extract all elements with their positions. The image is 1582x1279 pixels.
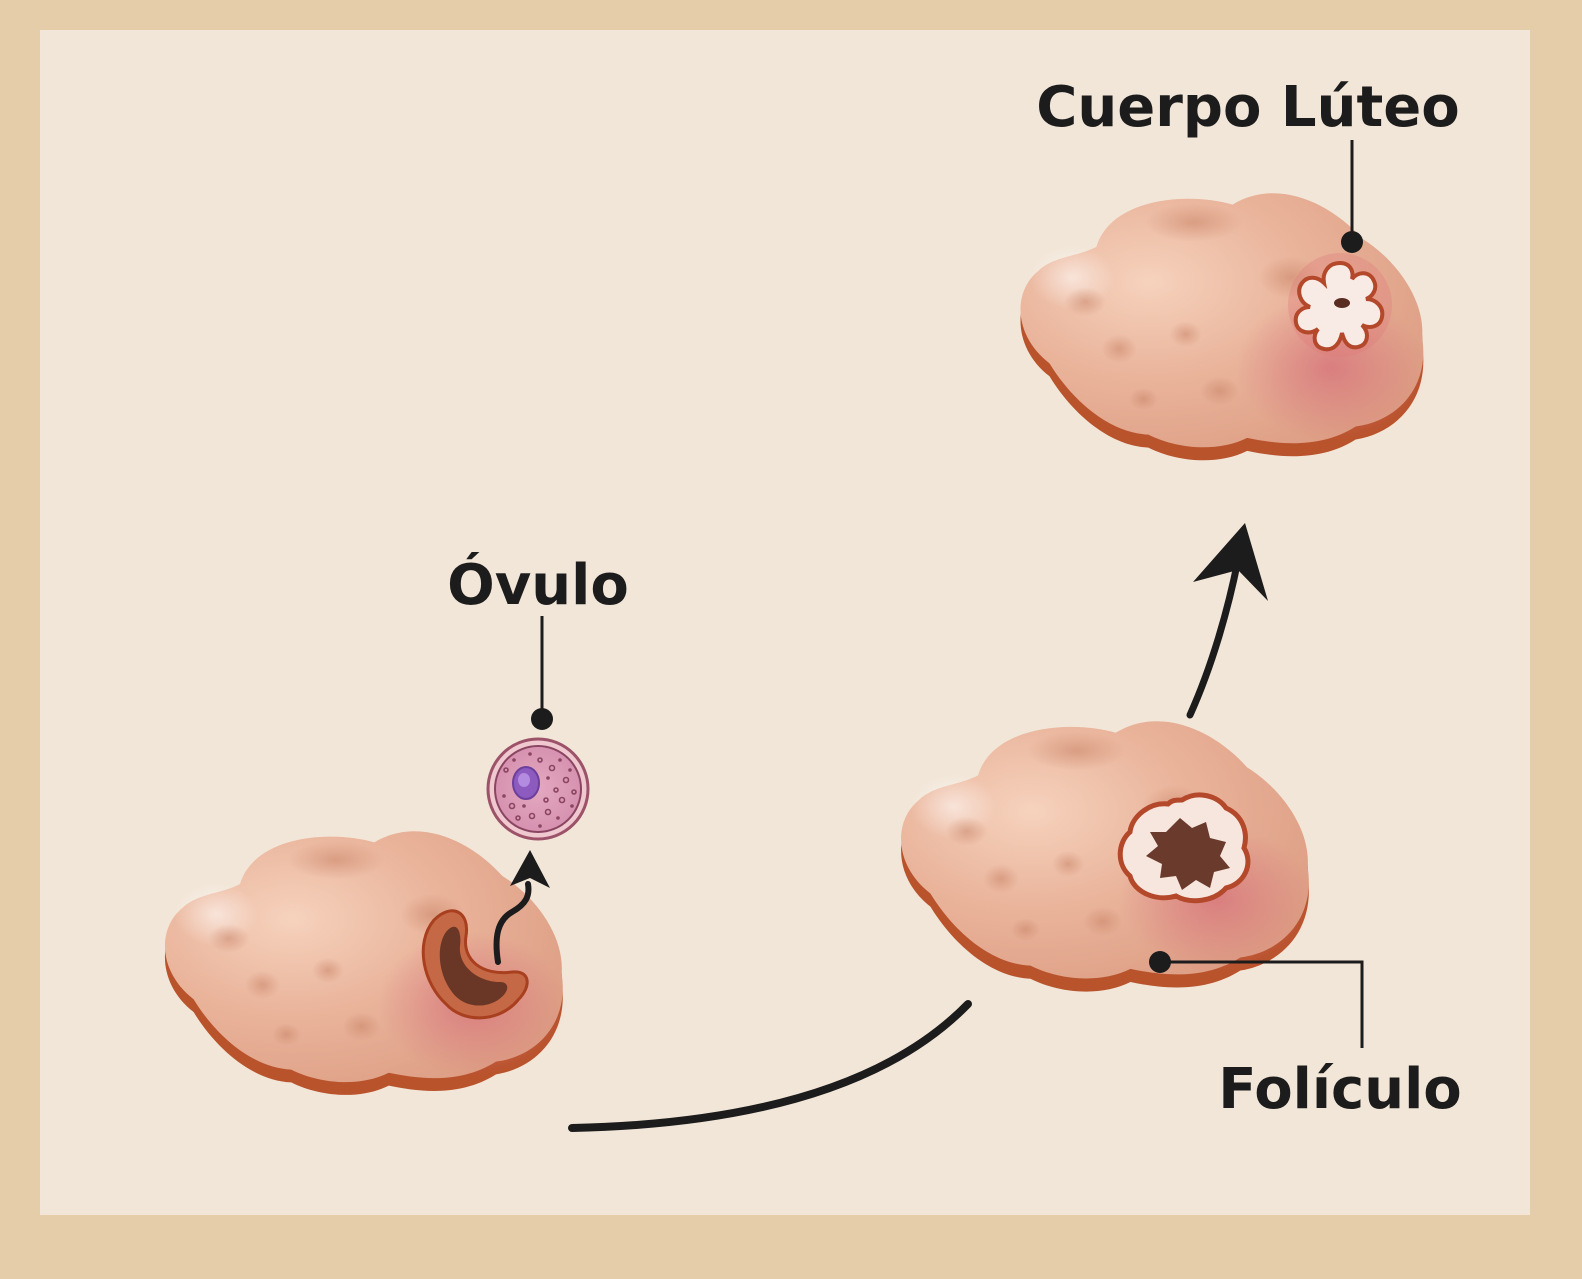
follicle-leader — [1149, 951, 1364, 1048]
ovary-with-corpus-luteum — [1020, 193, 1427, 461]
ovary-with-follicle — [901, 721, 1313, 992]
progression-arrow — [1186, 523, 1268, 719]
follicle-cavity — [1146, 818, 1230, 890]
follicle-label: Folículo — [1218, 1057, 1462, 1122]
ovum-cell — [486, 737, 590, 841]
release-arrow — [493, 850, 550, 965]
ruptured-ovary — [164, 831, 567, 1095]
progression-curve — [568, 1000, 972, 1132]
ovum-label: Óvulo — [447, 553, 629, 618]
corpus-luteum-leader — [1341, 140, 1363, 253]
corpus-luteum-label: Cuerpo Lúteo — [1036, 75, 1459, 140]
ovum-leader — [531, 616, 553, 730]
corpus-luteum — [1288, 253, 1392, 357]
